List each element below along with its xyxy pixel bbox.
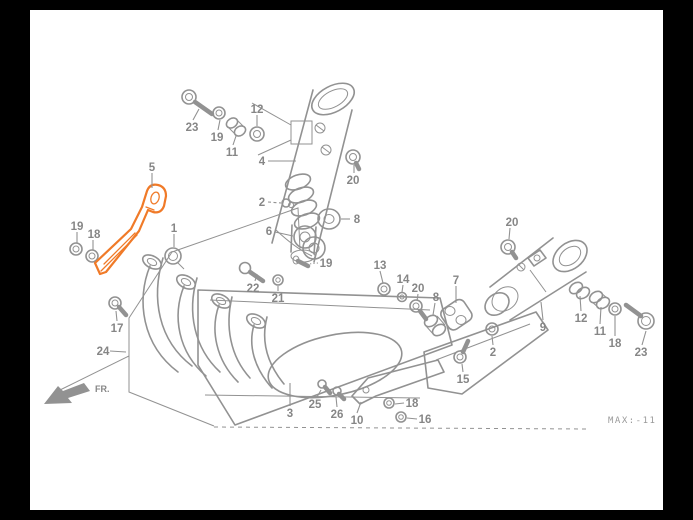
label-leader-line: [599, 306, 602, 325]
part-number-label: 12: [251, 104, 264, 116]
part-number-label: 19: [211, 132, 224, 144]
label-leader-line: [274, 231, 294, 237]
label-leader-line: [217, 119, 221, 131]
label-leader-line: [540, 301, 544, 321]
part-number-label: 19: [320, 258, 333, 270]
part-number-label: 3: [287, 408, 293, 420]
header-pipes-group: [141, 254, 285, 389]
label-leader-line: [356, 401, 362, 414]
part-number-label: 22: [247, 283, 260, 295]
label-leader-line: [461, 363, 464, 373]
label-leader-line: [267, 201, 282, 204]
label-leader-line: [508, 227, 511, 240]
left-side-parts-group: [69, 242, 185, 318]
part-number-label: 5: [149, 162, 156, 174]
part-number-label: 23: [186, 122, 199, 134]
label-leader-line: [192, 108, 200, 121]
part-number-label: 18: [609, 338, 622, 350]
label-leader-line: [308, 262, 319, 265]
label-leader-line: [406, 417, 418, 420]
label-leader-line: [579, 295, 582, 312]
part-number-label: 13: [374, 260, 387, 272]
part-number-label: 8: [433, 292, 440, 304]
label-leader-line: [109, 350, 127, 353]
part-number-label: 6: [266, 226, 272, 238]
part-number-label: 26: [331, 409, 344, 421]
part-number-label: 4: [259, 156, 266, 168]
part-number-label: 10: [351, 415, 364, 427]
part-number-label: 21: [272, 293, 285, 305]
sheet-background: [30, 10, 663, 510]
label-leader-line: [316, 389, 322, 398]
left-hanger-hardware-group: [181, 89, 362, 286]
right-muffler-group: [377, 237, 655, 364]
label-leader-line: [254, 273, 258, 282]
part-number-label: 9: [540, 322, 546, 334]
part-number-label: 14: [397, 274, 410, 286]
label-leader-line: [416, 293, 419, 302]
part-number-label: 2: [259, 197, 265, 209]
label-leader-line: [491, 335, 494, 346]
label-leader-line: [401, 284, 404, 293]
front-arrow-icon: [44, 383, 90, 404]
part-number-label: 25: [309, 399, 322, 411]
part-number-label: 15: [457, 374, 470, 386]
front-arrow: FR.: [44, 383, 110, 404]
label-leader-line: [232, 135, 237, 146]
part-number-label: 19: [71, 221, 84, 233]
part-number-label: 18: [88, 229, 101, 241]
part-number-label: 2: [490, 347, 496, 359]
part-number-label: 16: [419, 414, 432, 426]
part-number-label: 8: [354, 214, 361, 226]
highlighted-part-5: [93, 183, 168, 276]
left-muffler-group: [251, 82, 356, 269]
label-leader-line: [394, 402, 405, 405]
part-number-label: 17: [111, 323, 124, 335]
part-number-label: 24: [97, 346, 110, 358]
part-number-label: 20: [347, 175, 360, 187]
label-leader-line: [379, 270, 384, 284]
label-leader-line: [432, 302, 436, 316]
part-number-label: 1: [171, 223, 178, 235]
part-number-label: 11: [594, 326, 607, 338]
part-number-label: 7: [453, 275, 459, 287]
front-arrow-label: FR.: [95, 384, 110, 394]
fiche-code-text: MAX:-11: [608, 416, 656, 426]
part-number-label: 11: [226, 147, 239, 159]
label-leader-line: [115, 310, 118, 322]
label-leader-line: [641, 330, 647, 346]
part-number-label: 18: [406, 398, 419, 410]
part-number-label: 12: [575, 313, 588, 325]
label-leader-line: [335, 396, 338, 408]
part-number-label: 20: [506, 217, 519, 229]
part-number-label: 20: [412, 283, 425, 295]
part-number-label: 23: [635, 347, 648, 359]
